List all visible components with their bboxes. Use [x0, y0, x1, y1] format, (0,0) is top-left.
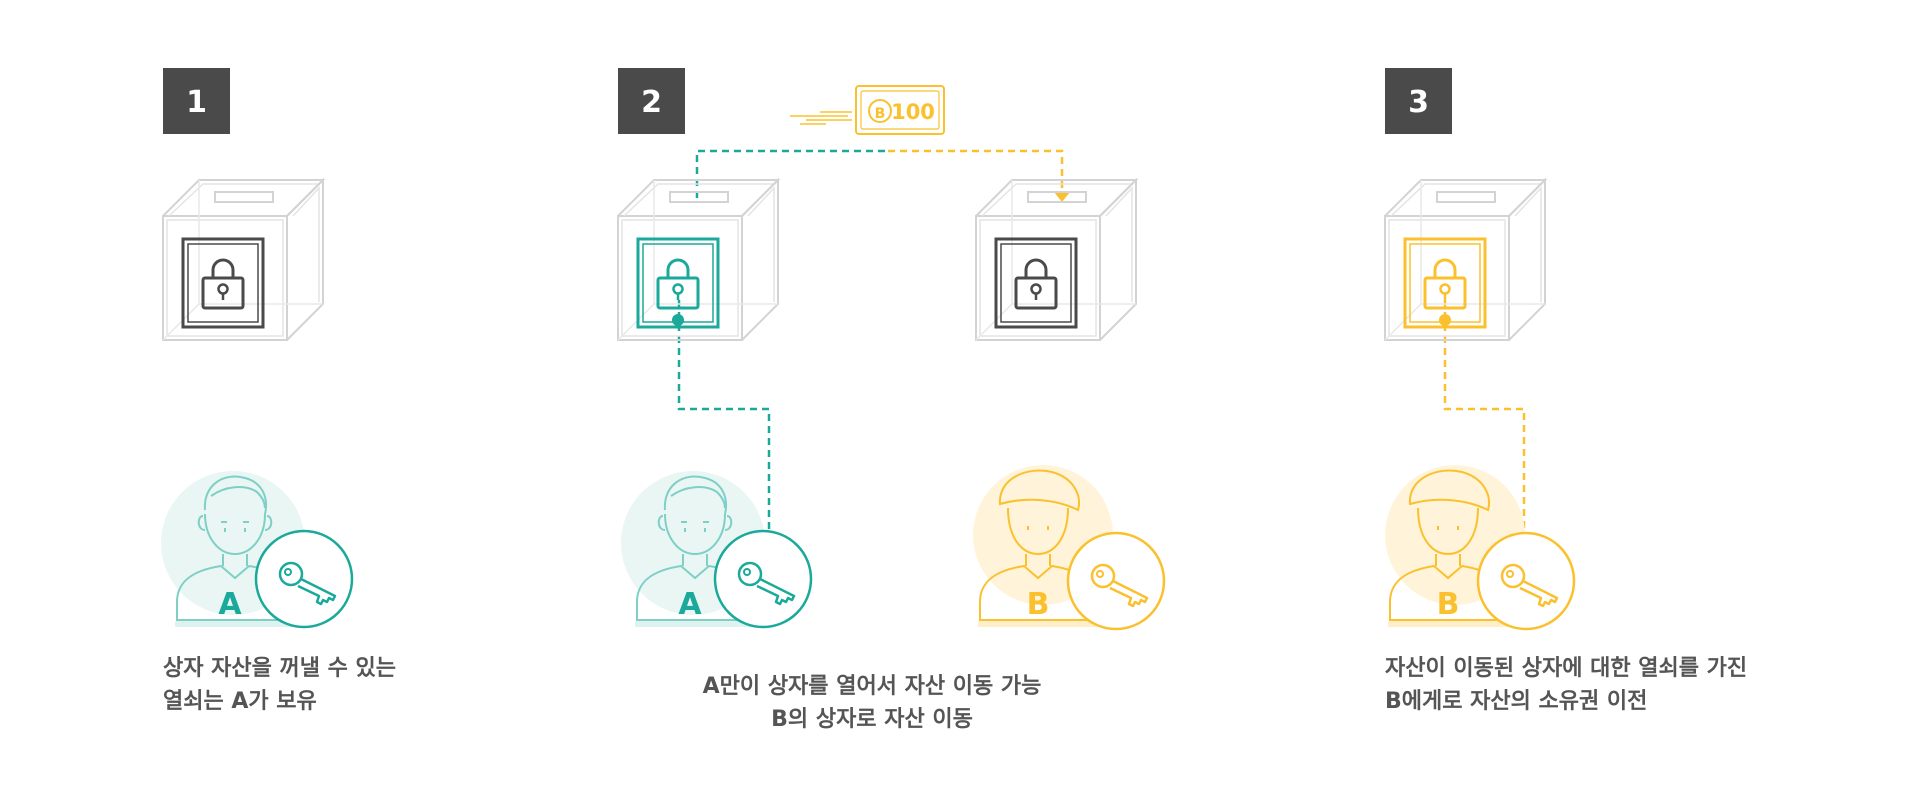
- step-2-person-a: A: [621, 471, 813, 629]
- step-3-caption-line-2: B에게로 자산의 소유권 이전: [1385, 689, 1648, 714]
- step-2-person-b: B: [973, 465, 1166, 631]
- step-3-person-letter: B: [1437, 587, 1460, 622]
- teal-key-path: [677, 300, 771, 533]
- bitcoin-coin-icon: B 100: [790, 85, 945, 135]
- step-1-person-letter: A: [218, 587, 242, 622]
- step-2-number: 2: [641, 85, 662, 120]
- step-1-caption-line-2: 열쇠는 A가 보유: [163, 689, 317, 714]
- step-2-box-a: [617, 179, 779, 341]
- step-2: 2 B 100: [617, 68, 1166, 631]
- step-2-person-b-letter: B: [1027, 587, 1050, 622]
- step-3-person: B: [1385, 465, 1576, 631]
- step-1: 1 A: [161, 68, 354, 629]
- step-3-caption-line-1: 자산이 이동된 상자에 대한 열쇠를 가진: [1385, 656, 1748, 681]
- step-1-caption-line-1: 상자 자산을 꺼낼 수 있는: [163, 656, 397, 681]
- step-3-caption: 자산이 이동된 상자에 대한 열쇠를 가진 B에게로 자산의 소유권 이전: [1385, 652, 1747, 718]
- step-3-badge: 3: [1385, 68, 1452, 134]
- step-1-badge: 1: [163, 68, 230, 134]
- step-3: 3 B: [1384, 68, 1576, 631]
- step-2-badge: 2: [618, 68, 685, 134]
- step-1-caption: 상자 자산을 꺼낼 수 있는 열쇠는 A가 보유: [163, 652, 396, 718]
- yellow-key-path: [1443, 300, 1526, 533]
- step-2-caption-line-1: A만이 상자를 열어서 자산 이동 가능: [702, 674, 1042, 699]
- step-1-box: [162, 179, 324, 341]
- step-3-number: 3: [1408, 85, 1429, 120]
- lock-icon: [201, 258, 245, 310]
- lock-icon: [1014, 258, 1058, 310]
- step-3-box: [1384, 179, 1546, 341]
- yellow-arrow-head: [1054, 192, 1070, 202]
- yellow-transfer-path: [888, 149, 1064, 196]
- step-2-box-b: [975, 179, 1137, 341]
- coin-amount: 100: [891, 100, 935, 124]
- coin-symbol: B: [875, 106, 886, 122]
- teal-transfer-path: [695, 149, 888, 198]
- step-2-caption-line-2: B의 상자로 자산 이동: [771, 707, 973, 732]
- step-2-caption: A만이 상자를 열어서 자산 이동 가능 B의 상자로 자산 이동: [632, 670, 1112, 736]
- step-1-person: A: [161, 471, 354, 629]
- step-1-number: 1: [186, 85, 207, 120]
- step-2-person-a-letter: A: [678, 587, 702, 622]
